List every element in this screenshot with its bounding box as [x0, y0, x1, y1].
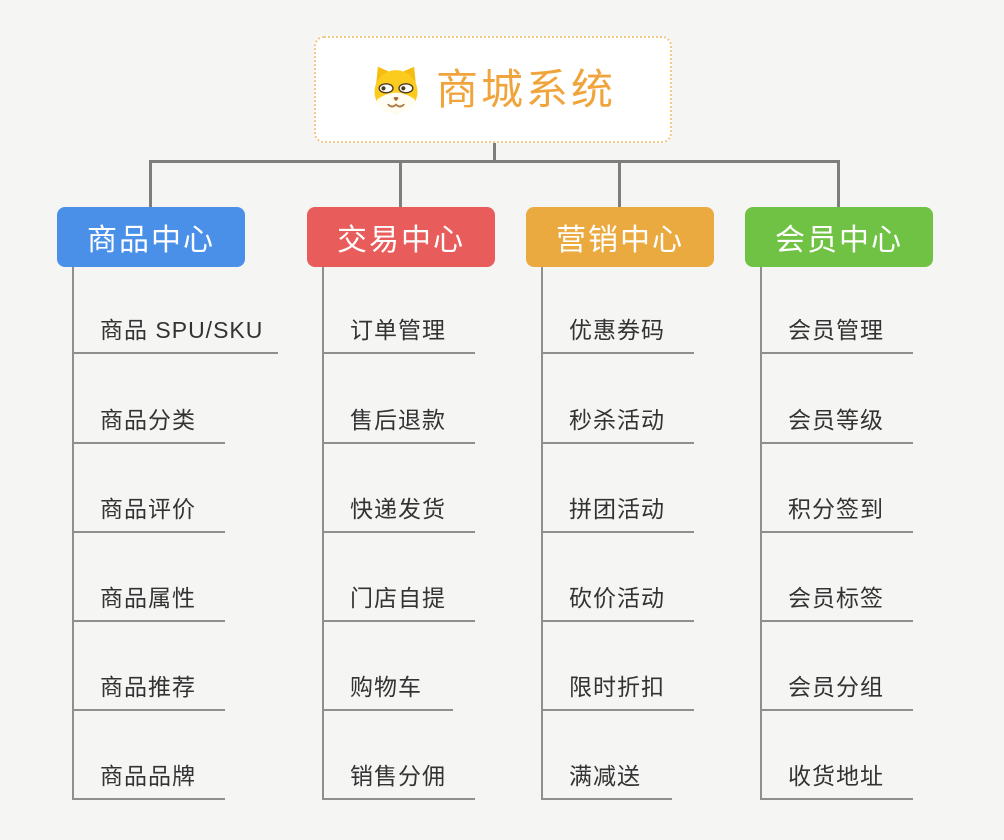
root-node-mall-system[interactable]: 商城系统 — [314, 36, 672, 143]
connector-drop-trade — [399, 160, 402, 208]
spine-product-center — [72, 267, 74, 800]
leaf-sales-commission[interactable]: 销售分佣 — [322, 754, 475, 800]
leaf-after-sale-refund[interactable]: 售后退款 — [322, 398, 475, 444]
leaf-member-management[interactable]: 会员管理 — [760, 308, 913, 354]
root-title: 商城系统 — [435, 65, 616, 113]
connector-horizontal-bar — [149, 160, 840, 163]
leaf-order-management[interactable]: 订单管理 — [322, 308, 475, 354]
leaf-coupon-code[interactable]: 优惠券码 — [541, 308, 694, 354]
leaf-group-buy[interactable]: 拼团活动 — [541, 487, 694, 533]
leaf-member-level[interactable]: 会员等级 — [760, 398, 913, 444]
leaf-product-category[interactable]: 商品分类 — [72, 398, 225, 444]
leaf-shopping-cart[interactable]: 购物车 — [322, 665, 453, 711]
leaf-member-groups[interactable]: 会员分组 — [760, 665, 913, 711]
leaf-points-checkin[interactable]: 积分签到 — [760, 487, 913, 533]
leaf-express-shipping[interactable]: 快递发货 — [322, 487, 475, 533]
connector-drop-product — [149, 160, 152, 208]
leaf-product-recommend[interactable]: 商品推荐 — [72, 665, 225, 711]
leaf-product-attribute[interactable]: 商品属性 — [72, 576, 225, 622]
leaf-product-brand[interactable]: 商品品牌 — [72, 754, 225, 800]
leaf-limited-time-discount[interactable]: 限时折扣 — [541, 665, 694, 711]
connector-drop-marketing — [618, 160, 621, 208]
branch-member-center[interactable]: 会员中心 — [745, 207, 933, 267]
branch-trade-center[interactable]: 交易中心 — [307, 207, 495, 267]
leaf-product-review[interactable]: 商品评价 — [72, 487, 225, 533]
shiba-dog-icon — [370, 65, 422, 115]
spine-marketing-center — [541, 267, 543, 800]
connector-drop-member — [837, 160, 840, 208]
leaf-shipping-address[interactable]: 收货地址 — [760, 754, 913, 800]
leaf-member-tags[interactable]: 会员标签 — [760, 576, 913, 622]
leaf-bargain-activity[interactable]: 砍价活动 — [541, 576, 694, 622]
leaf-store-pickup[interactable]: 门店自提 — [322, 576, 475, 622]
leaf-flash-sale[interactable]: 秒杀活动 — [541, 398, 694, 444]
leaf-spend-save[interactable]: 满减送 — [541, 754, 672, 800]
leaf-product-spu-sku[interactable]: 商品 SPU/SKU — [72, 308, 278, 354]
branch-marketing-center[interactable]: 营销中心 — [526, 207, 714, 267]
branch-product-center[interactable]: 商品中心 — [57, 207, 245, 267]
connector-root-stem — [493, 143, 496, 162]
spine-member-center — [760, 267, 762, 800]
spine-trade-center — [322, 267, 324, 800]
